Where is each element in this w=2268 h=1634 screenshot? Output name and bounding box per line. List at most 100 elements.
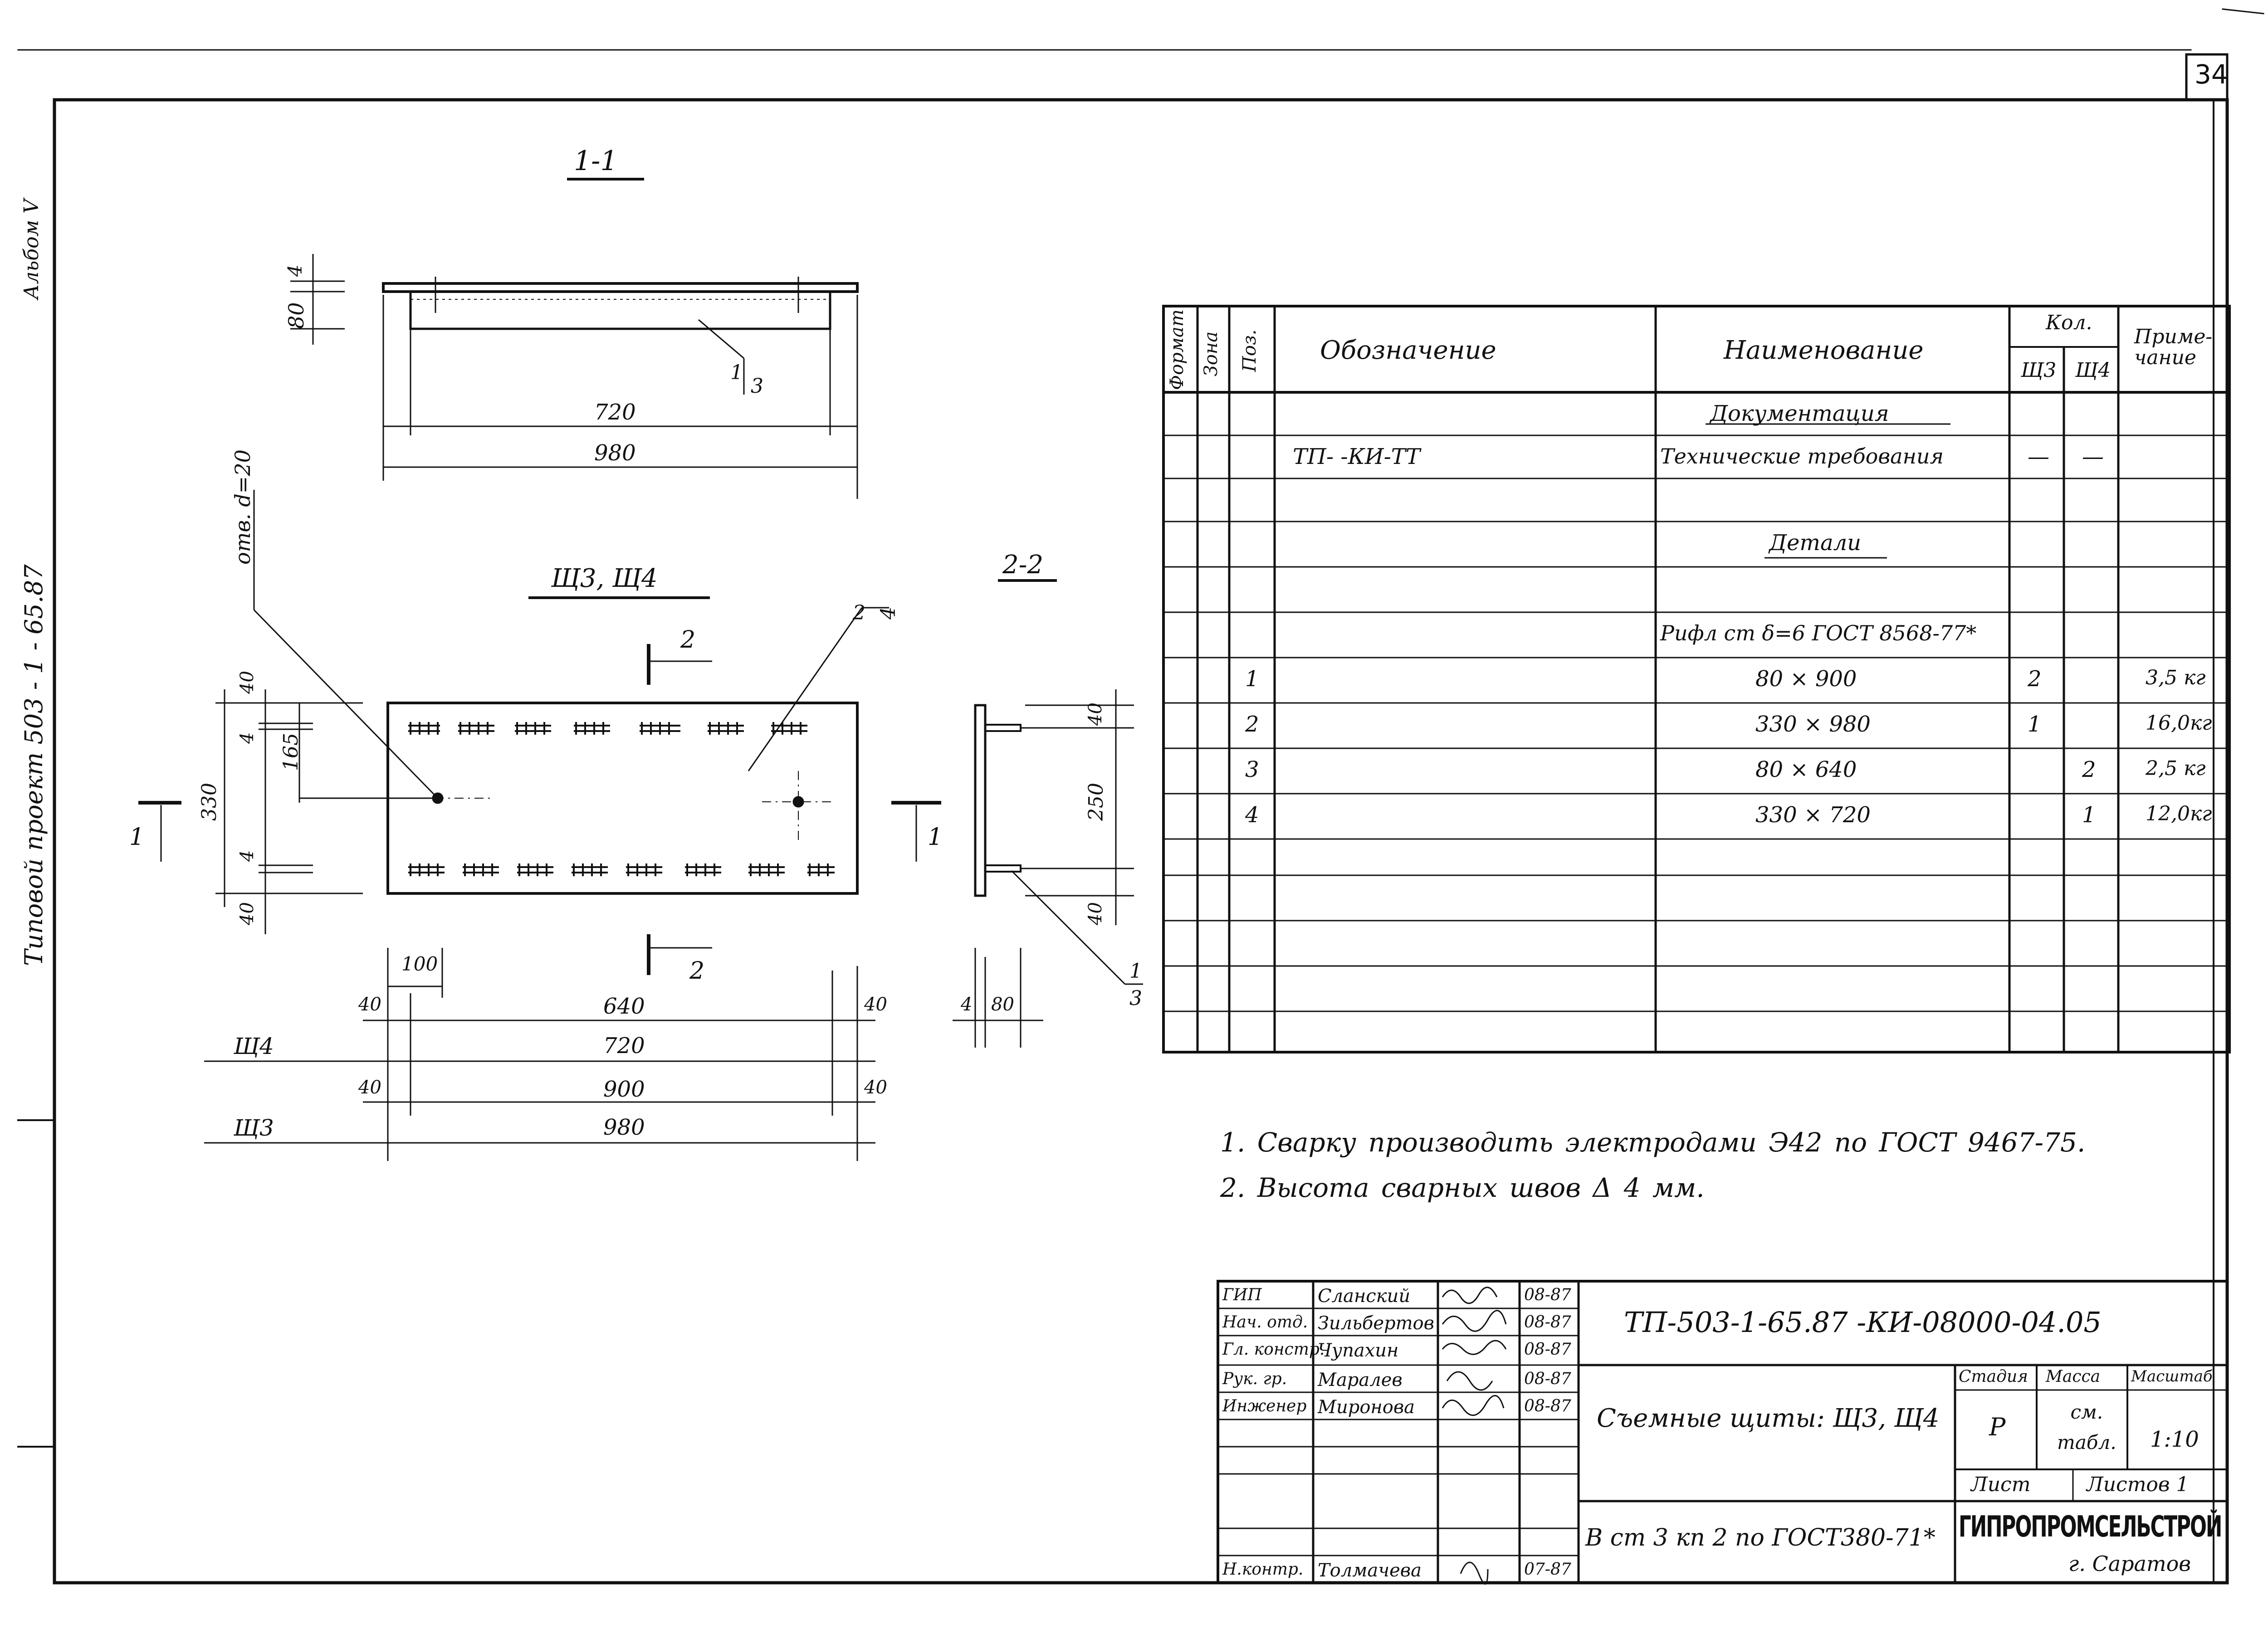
spec-cell-designation: ТП- -КИ-ТТ <box>1293 444 1420 469</box>
spec-cell-name: 80 × 900 <box>1755 666 1857 692</box>
spec-cell-pos: 3 <box>1245 757 1259 782</box>
row-sh4-label: Щ4 <box>234 1033 274 1059</box>
spec-header-sh3: Щ3 <box>2021 359 2057 382</box>
dim-980-plan: 980 <box>603 1115 645 1140</box>
spec-header-designation: Обозначение <box>1320 336 1496 365</box>
spec-cell-sh3: 1 <box>2028 712 2042 737</box>
dim-40-bottom: 40 <box>237 902 258 925</box>
leader-pos-b: 3 <box>751 375 763 398</box>
org-city: г. Саратов <box>2068 1551 2191 1576</box>
spec-cell-sh4: 2 <box>2082 757 2096 782</box>
spec-cell-name: 80 × 640 <box>1755 757 1857 782</box>
signature-name: Чупахин <box>1318 1340 1399 1361</box>
title-block-grid <box>1217 1280 2229 1585</box>
mass-label: Масса <box>2046 1367 2101 1386</box>
spec-cell-name: 330 × 980 <box>1755 712 1871 737</box>
dim-100: 100 <box>401 953 438 975</box>
section-1-1-title: 1-1 <box>574 145 618 177</box>
spec-cell-sh3: 2 <box>2028 666 2042 692</box>
spec-cell-name: Технические требования <box>1660 444 1944 468</box>
signature-name: Миронова <box>1318 1397 1415 1418</box>
spec-cell-sh3: — <box>2028 444 2049 469</box>
section-mark-1-right: 1 <box>928 824 943 851</box>
spec-cell-note: 16,0кг <box>2146 712 2212 735</box>
section-2-2-title: 2-2 <box>1002 550 1044 580</box>
spec-header-sh4: Щ4 <box>2075 359 2111 382</box>
spec-cell-name: Рифл ст δ=6 ГОСТ 8568-77* <box>1660 621 1977 645</box>
doc-title: Съемные щиты: Щ3, Щ4 <box>1597 1404 1940 1433</box>
spec-header-qty: Кол. <box>2046 311 2092 334</box>
sheets-label: Листов 1 <box>2087 1473 2189 1496</box>
plan-title: Щ3, Щ4 <box>551 564 658 593</box>
signature-role: Рук. гр. <box>1222 1370 1287 1388</box>
dim-900: 900 <box>603 1077 645 1102</box>
dim-40-sh4-left: 40 <box>358 994 381 1015</box>
signature-role: Н.контр. <box>1222 1560 1304 1579</box>
signature-role: Инженер <box>1222 1397 1307 1415</box>
dim-40-sh4-right: 40 <box>864 994 887 1015</box>
dim-40-2-2-top: 40 <box>1085 702 1106 726</box>
spec-header-format: Формат <box>1167 309 1188 390</box>
signature-name: Зильбертов <box>1318 1313 1434 1334</box>
material-text: В ст 3 кп 2 по ГОСТ380-71* <box>1585 1524 1936 1551</box>
spec-cell-pos: 2 <box>1245 712 1259 737</box>
spec-cell-sh4: — <box>2082 444 2104 469</box>
spec-header-name: Наименование <box>1724 336 1924 365</box>
doc-code: ТП-503-1-65.87 -КИ-08000-04.05 <box>1624 1306 2102 1339</box>
leader-top-a: 2 <box>853 601 865 624</box>
org-name: ГИПРОПРОМСЕЛЬСТРОЙ <box>1959 1510 2222 1544</box>
leader-2-2-a: 1 <box>1129 960 1142 983</box>
signature-date: 08-87 <box>1524 1313 1571 1332</box>
stage-label: Стадия <box>1959 1367 2028 1386</box>
dim-165: 165 <box>279 733 303 771</box>
spec-cell-pos: 4 <box>1245 802 1259 828</box>
spec-header-zone: Зона <box>1201 331 1222 376</box>
dim-40-2-2-bottom: 40 <box>1085 902 1106 925</box>
dim-40-sh3-left: 40 <box>358 1077 381 1098</box>
signature-name: Сланский <box>1318 1286 1411 1307</box>
plan-geometry <box>138 490 941 1161</box>
mass-value: см. табл. <box>2057 1401 2116 1454</box>
section-2-2-geometry <box>953 579 1143 1048</box>
dim-40-top: 40 <box>237 671 258 694</box>
section-mark-1-left: 1 <box>129 824 145 851</box>
spec-cell-pos: 1 <box>1245 666 1259 692</box>
leader-top-b: 4 <box>877 607 900 619</box>
dim-330: 330 <box>198 783 221 821</box>
signature-date: 08-87 <box>1524 1397 1571 1415</box>
dim-980: 980 <box>594 440 636 466</box>
dim-640: 640 <box>603 994 645 1019</box>
dim-4: 4 <box>284 264 306 277</box>
stage-value: Р <box>1989 1413 2006 1441</box>
margin-album: Альбом V <box>20 199 43 299</box>
signature-role: ГИП <box>1222 1286 1262 1304</box>
leader-pos-a: 1 <box>730 361 743 384</box>
scale-value: 1:10 <box>2150 1427 2199 1452</box>
signature-date: 08-87 <box>1524 1286 1571 1304</box>
signature-date: 08-87 <box>1524 1340 1571 1359</box>
row-sh3-label: Щ3 <box>234 1115 274 1141</box>
signature-role: Нач. отд. <box>1222 1313 1308 1332</box>
dim-250: 250 <box>1085 783 1108 821</box>
note-2: 2. Высота сварных швов Δ 4 мм. <box>1220 1172 1705 1203</box>
dim-720-plan: 720 <box>603 1033 645 1058</box>
spec-cell-name: 330 × 720 <box>1755 802 1871 828</box>
signature-name: Толмачева <box>1318 1560 1422 1581</box>
leader-2-2-b: 3 <box>1129 987 1142 1010</box>
dim-720: 720 <box>594 400 636 425</box>
dim-40-sh3-right: 40 <box>864 1077 887 1098</box>
spec-table-grid <box>1162 305 2231 1054</box>
dim-80: 80 <box>284 302 308 329</box>
signature-date: 08-87 <box>1524 1370 1571 1388</box>
spec-cell-note: 12,0кг <box>2146 802 2212 825</box>
section-mark-2-top: 2 <box>680 626 696 654</box>
signature-date: 07-87 <box>1524 1560 1571 1579</box>
spec-header-pos: Поз. <box>1239 329 1260 372</box>
dim-4-bottom: 4 <box>237 850 258 862</box>
sheet-number: 34 <box>2195 59 2228 90</box>
hole-label: отв. d=20 <box>230 449 255 565</box>
signature-role: Гл. констр. <box>1222 1340 1325 1359</box>
spec-cell-name: Детали <box>1769 530 1862 556</box>
margin-project-code: Типовой проект 503 - 1 - 65.87 <box>20 564 48 966</box>
